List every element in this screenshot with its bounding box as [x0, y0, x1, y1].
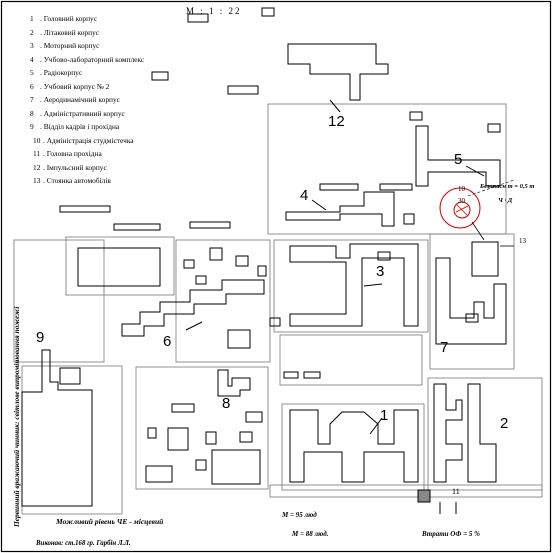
building-9 — [21, 349, 93, 507]
label-30: 30 — [458, 197, 465, 205]
legend-number: 13 — [33, 176, 41, 185]
annex-9 — [59, 367, 81, 385]
legend-label: . Стоянка автомобілів — [43, 176, 111, 185]
label-8: 8 — [222, 395, 231, 412]
losses-label: Втрати ОФ = 5 % — [422, 530, 480, 538]
leader-5 — [465, 165, 485, 177]
event-level: Можливий рівень ЧЕ - місцевий — [56, 517, 164, 526]
building-7 — [435, 257, 507, 345]
building-west — [77, 247, 161, 287]
legend-number: 8 — [30, 108, 34, 118]
label-13: 13 — [519, 237, 526, 245]
leader-1 — [369, 417, 383, 435]
legend-number: 2 — [30, 27, 34, 37]
legend-label: . Моторний корпус — [40, 41, 100, 50]
legend-label: . Відділ кадрів і прохідна — [40, 122, 120, 131]
legend-label: . Учбово-лабораторний комплекс — [40, 54, 145, 64]
legend-label: . Адміністрація студмістечка — [43, 135, 134, 145]
legend-number: 5 — [30, 68, 34, 77]
m-label: М — [282, 511, 289, 519]
parking-13 — [471, 241, 499, 277]
legend-item: 12. Імпульсний корпус — [33, 163, 107, 172]
label-3: 3 — [376, 263, 385, 280]
legend-number: 12 — [33, 162, 41, 172]
building-8 — [217, 369, 251, 397]
legend-item: 5 . Радіокорпус — [30, 68, 82, 77]
building-2 — [433, 383, 463, 483]
legend-item: 4 . Учбово-лабораторний комплекс — [30, 55, 144, 64]
label-12: 12 — [328, 113, 345, 130]
annex-3 — [377, 251, 391, 261]
legend-number: 4 — [30, 54, 34, 64]
label-2: 2 — [500, 415, 509, 432]
building-4 — [285, 191, 395, 227]
hazard-label: Безопасн т = 0,5 т — [480, 183, 535, 190]
legend-item: 13. Стоянка автомобілів — [33, 176, 111, 185]
vertical-note: Первинний вражаючий чинник: світлове вип… — [12, 306, 21, 527]
annex-6 — [227, 329, 251, 349]
legend-item: 1 . Головний корпус — [30, 14, 97, 23]
label-11: 11 — [452, 487, 460, 496]
building-6 — [121, 279, 265, 337]
legend-label: . Імпульсний корпус — [43, 162, 107, 172]
legend-item: 2 . Літаковий корпус — [30, 28, 99, 37]
legend-number: 9 — [30, 122, 34, 131]
label-6: 6 — [163, 333, 172, 350]
label-4: 4 — [300, 187, 309, 204]
m2-label: М — [292, 530, 299, 538]
leader-4 — [311, 199, 327, 211]
legend-label: . Радіокорпус — [40, 68, 83, 77]
building-3 — [289, 243, 419, 327]
legend-number: 1 — [30, 14, 34, 23]
legend-label: . Літаковий корпус — [40, 27, 100, 37]
legend-number: 10 — [33, 135, 41, 145]
legend-item: 10. Адміністрація студмістечка — [33, 136, 134, 145]
annex-4 — [403, 213, 415, 225]
legend-number: 7 — [30, 95, 34, 104]
building-1 — [289, 409, 419, 483]
legend-label: . Головний корпус — [40, 14, 98, 23]
legend-label: . Учбовий корпус № 2 — [40, 81, 110, 91]
legend-item: 9 . Відділ кадрів і прохідна — [30, 122, 119, 131]
hazard-sublabel: Ч · Д — [498, 197, 513, 204]
legend-item: 8 . Адміністративний корпус — [30, 109, 125, 118]
legend-number: 3 — [30, 41, 34, 50]
building-12 — [287, 43, 389, 101]
legend-label: . Аеродинамічний корпус — [40, 95, 120, 104]
label-9: 9 — [36, 329, 45, 346]
legend-number: 11 — [33, 149, 41, 158]
legend-label: . Адміністративний корпус — [40, 108, 125, 118]
m-value: = 95 люд — [290, 511, 317, 519]
legend-item: 11. Головна прохідна — [33, 149, 102, 158]
label-7: 7 — [440, 339, 449, 356]
building-5 — [415, 125, 501, 187]
annex-5 — [487, 123, 501, 133]
legend-item: 3 . Моторний корпус — [30, 41, 99, 50]
label-1: 1 — [380, 407, 389, 424]
leader-6 — [185, 321, 203, 331]
m2-value: = 88 люд. — [300, 530, 329, 538]
checkpoint-11 — [417, 489, 431, 503]
hazard-center — [453, 201, 471, 219]
label-5: 5 — [454, 151, 463, 168]
city-blocks — [13, 103, 543, 515]
legend-item: 7 . Аеродинамічний корпус — [30, 95, 120, 104]
label-10: 10 — [458, 185, 465, 193]
author-credit: Виконав: ст.168 гр. Гарбін Л.Л. — [36, 540, 131, 547]
legend-item: 6 . Учбовий корпус № 2 — [30, 82, 109, 91]
leader-3 — [363, 283, 383, 287]
legend-label: . Головна прохідна — [43, 149, 102, 158]
leader-12 — [329, 99, 341, 113]
scale-label: М : 1 : 22 — [186, 6, 242, 16]
hazard-circle — [439, 187, 481, 229]
legend-number: 6 — [30, 81, 34, 91]
